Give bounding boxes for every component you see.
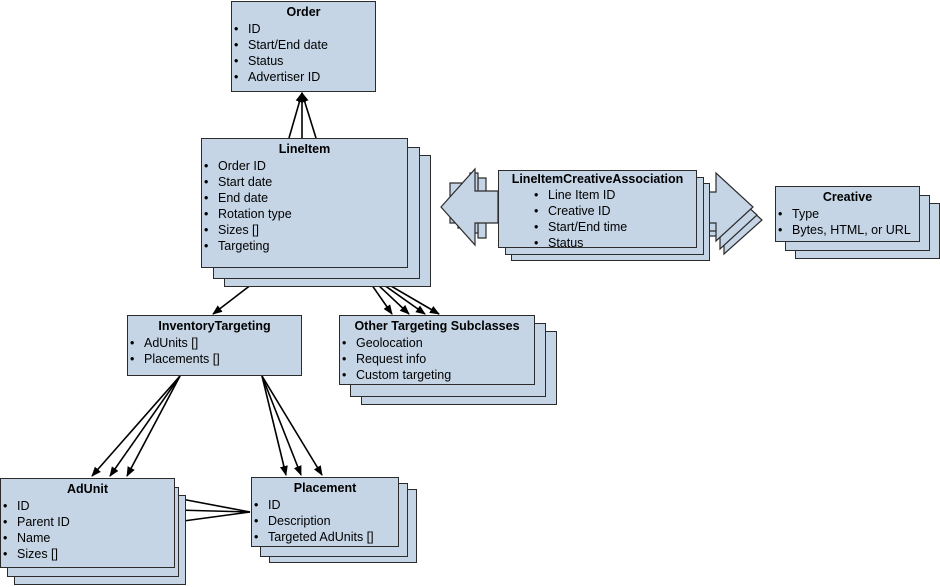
lineitem-field: Rotation type: [202, 206, 407, 222]
placement-fields: ID Description Targeted AdUnits []: [252, 497, 398, 545]
creative-title: Creative: [822, 190, 873, 204]
arrow-line: [261, 375, 288, 476]
placement-box: Placement ID Description Targeted AdUnit…: [251, 477, 399, 547]
arrow-line: [300, 92, 317, 139]
association-fields: Line Item ID Creative ID Start/End time …: [499, 187, 696, 251]
other-targeting-field: Custom targeting: [340, 367, 534, 383]
inventory-targeting-title: InventoryTargeting: [158, 319, 271, 333]
lineitem-to-order-arrows: [288, 92, 317, 139]
inventory-targeting-field: AdUnits []: [128, 335, 301, 351]
arrow-line: [109, 375, 181, 477]
lineitem-field: Start date: [202, 174, 407, 190]
lineitem-field: Targeting: [202, 238, 407, 254]
arrow-line: [261, 375, 323, 476]
placement-field: Targeted AdUnits []: [252, 529, 398, 545]
association-field: Line Item ID: [532, 187, 696, 203]
creative-field: Type: [776, 206, 919, 222]
adunit-field: Parent ID: [1, 514, 174, 530]
creative-box: Creative Type Bytes, HTML, or URL: [775, 186, 920, 242]
lineitem-field: Sizes []: [202, 222, 407, 238]
inventory-to-adunit-arrows: [91, 375, 181, 477]
arrow-line: [261, 375, 302, 476]
order-box: Order ID Start/End date Status Advertise…: [231, 1, 376, 92]
arrow-line: [175, 495, 251, 513]
adunit-field: Name: [1, 530, 174, 546]
arrow-line: [126, 375, 181, 477]
lineitem-fields: Order ID Start date End date Rotation ty…: [202, 158, 407, 254]
creative-fields: Type Bytes, HTML, or URL: [776, 206, 919, 238]
other-targeting-box: Other Targeting Subclasses Geolocation R…: [339, 315, 535, 385]
other-targeting-field: Geolocation: [340, 335, 534, 351]
other-targeting-field: Request info: [340, 351, 534, 367]
placement-field: Description: [252, 513, 398, 529]
adunit-box: AdUnit ID Parent ID Name Sizes []: [0, 478, 175, 568]
association-field: Status: [532, 235, 696, 251]
placement-field: ID: [252, 497, 398, 513]
arrow-line: [288, 92, 304, 139]
adunit-title: AdUnit: [67, 482, 108, 496]
adunit-field: Sizes []: [1, 546, 174, 562]
creative-field: Bytes, HTML, or URL: [776, 222, 919, 238]
association-field: Start/End time: [532, 219, 696, 235]
association-title: LineItemCreativeAssociation: [511, 172, 684, 186]
lineitem-title: LineItem: [278, 142, 331, 156]
association-left-block-arrow: [440, 167, 499, 247]
lineitem-field: Order ID: [202, 158, 407, 174]
adunit-fields: ID Parent ID Name Sizes []: [1, 498, 174, 562]
order-field: Start/End date: [232, 37, 375, 53]
association-field: Creative ID: [532, 203, 696, 219]
inventory-to-placement-arrows: [261, 375, 323, 476]
placement-to-adunit-arrows: [175, 495, 251, 525]
arrow-line: [175, 506, 251, 515]
inventory-targeting-fields: AdUnits [] Placements []: [128, 335, 301, 367]
order-fields: ID Start/End date Status Advertiser ID: [232, 21, 375, 85]
order-title: Order: [286, 5, 321, 19]
block-arrow-layer: [440, 167, 499, 247]
order-field: Status: [232, 53, 375, 69]
lineitem-field: End date: [202, 190, 407, 206]
other-targeting-title: Other Targeting Subclasses: [354, 319, 520, 333]
inventory-targeting-field: Placements []: [128, 351, 301, 367]
adunit-field: ID: [1, 498, 174, 514]
arrow-line: [175, 511, 251, 525]
association-box: LineItemCreativeAssociation Line Item ID…: [498, 170, 697, 251]
arrow-line: [91, 375, 181, 477]
order-field: ID: [232, 21, 375, 37]
inventory-targeting-box: InventoryTargeting AdUnits [] Placements…: [127, 315, 302, 376]
other-targeting-fields: Geolocation Request info Custom targetin…: [340, 335, 534, 383]
lineitem-box: LineItem Order ID Start date End date Ro…: [201, 138, 408, 268]
order-field: Advertiser ID: [232, 69, 375, 85]
placement-title: Placement: [293, 481, 357, 495]
